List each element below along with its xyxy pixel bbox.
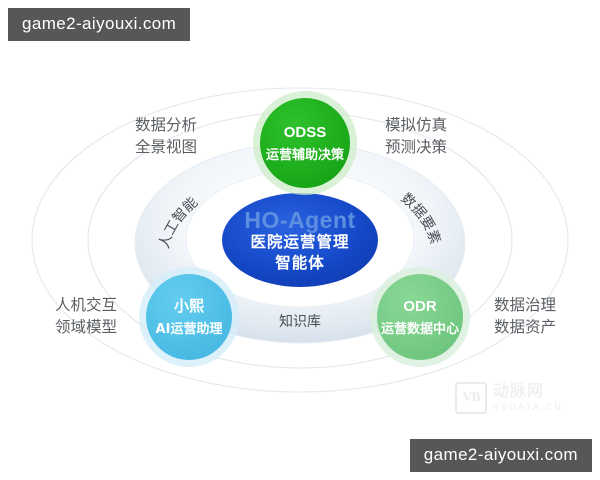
node-xiaoxi[interactable]: 小熙 AI运营助理 [139,267,239,367]
outer-label-top-left-line1: 数据分析 [135,116,197,134]
outer-label-top-right: 模拟仿真 预测决策 [385,116,447,156]
node-odss[interactable]: ODSS 运营辅助决策 [253,91,357,195]
watermark-chip-bottom: game2-aiyouxi.com [409,439,592,472]
vb-cn-label: 动脉网 [493,383,545,400]
outer-label-bottom-right-line1: 数据治理 [494,296,556,314]
node-odr-cn: 运营数据中心 [381,321,459,337]
outer-label-bottom-left-line2: 领域模型 [55,318,117,336]
outer-label-top-left-line2: 全景视图 [135,138,197,156]
outer-label-bottom-left: 人机交互 领域模型 [55,296,117,336]
core-title-line1: 医院运营管理 [250,232,349,251]
vb-logo-icon: VB [455,382,487,414]
outer-ring-1 [31,87,569,393]
core-title-line2: 智能体 [275,253,325,272]
outer-label-top-right-line1: 模拟仿真 [385,116,447,134]
outer-label-bottom-left-line1: 人机交互 [55,296,117,314]
outer-label-bottom-right: 数据治理 数据资产 [494,296,556,336]
node-xiaoxi-cn: AI运营助理 [156,321,223,337]
ring-label-bottom: 知识库 [279,313,321,330]
vbdata-watermark: VB 动脉网 VBDATA.CN [455,382,563,414]
node-odr-circle [377,274,463,360]
node-xiaoxi-en: 小熙 [174,298,204,315]
core-ellipse [222,193,378,287]
node-odss-cn: 运营辅助决策 [266,147,345,163]
node-odr-en: ODR [403,298,437,315]
outer-label-bottom-right-line2: 数据资产 [494,318,556,336]
watermark-chip-top: game2-aiyouxi.com [8,8,191,41]
node-xiaoxi-circle [146,274,232,360]
node-odr[interactable]: ODR 运营数据中心 [370,267,470,367]
core-ghost-label: HO-Agent [244,207,355,233]
outer-label-top-left: 数据分析 全景视图 [135,116,197,156]
vb-text-group: 动脉网 VBDATA.CN [493,384,563,412]
node-odss-circle [260,98,350,188]
core-node[interactable]: HO-Agent 医院运营管理 智能体 [222,193,378,287]
node-odss-en: ODSS [284,124,327,141]
outer-label-top-right-line2: 预测决策 [385,138,447,156]
vb-en-label: VBDATA.CN [493,402,563,412]
